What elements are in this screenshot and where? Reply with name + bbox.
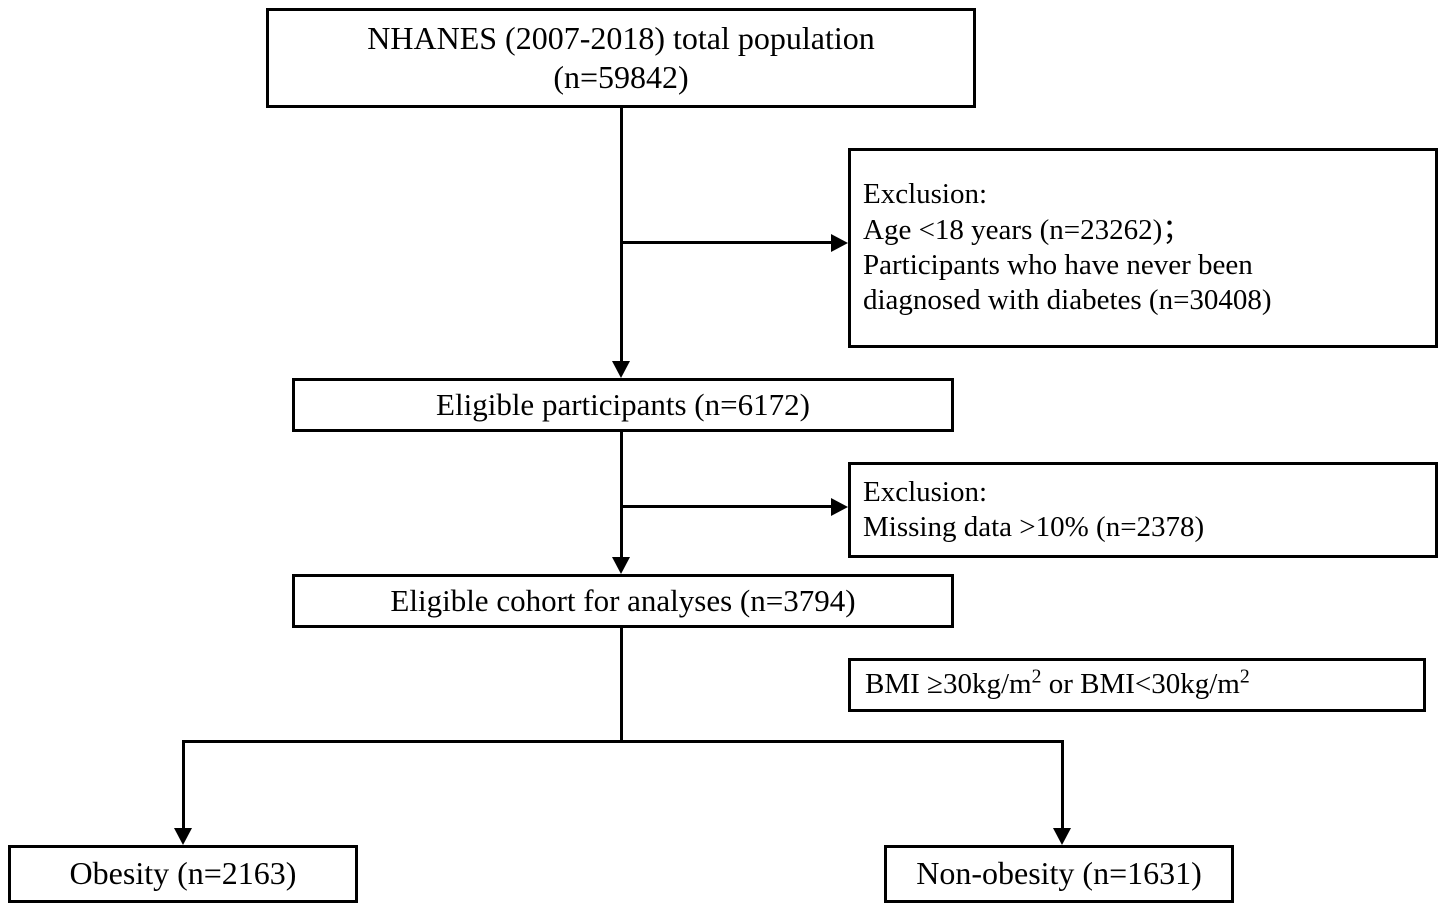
node-exclusion-2: Exclusion: Missing data >10% (n=2378)	[848, 462, 1438, 558]
node-bmi-criteria: BMI ≥30kg/m2 or BMI<30kg/m2	[848, 658, 1426, 712]
connector-total-to-eligible-participants	[620, 108, 623, 361]
arrowhead-split-to-obesity	[174, 828, 192, 845]
connector-split-horizontal-bar	[182, 740, 1064, 743]
connector-split-to-non-obesity	[1061, 740, 1064, 828]
bmi-criteria-middle: or BMI<30kg/m	[1041, 668, 1240, 701]
arrowhead-eligible-participants-to-cohort	[612, 557, 630, 574]
connector-eligible-participants-to-cohort	[620, 432, 623, 557]
node-non-obesity-label: Non-obesity (n=1631)	[916, 855, 1202, 892]
node-eligible-participants-label: Eligible participants (n=6172)	[436, 387, 810, 423]
connector-split-to-obesity	[182, 740, 185, 828]
connector-branch-to-exclusion-1	[620, 241, 831, 244]
node-total-population: NHANES (2007-2018) total population (n=5…	[266, 8, 976, 108]
node-exclusion-1: Exclusion: Age <18 years (n=23262)； Part…	[848, 148, 1438, 348]
bmi-criteria-superscript-1: 2	[1031, 665, 1042, 688]
node-exclusion-2-line-2: Missing data >10% (n=2378)	[863, 511, 1205, 543]
node-eligible-participants: Eligible participants (n=6172)	[292, 378, 954, 432]
node-non-obesity: Non-obesity (n=1631)	[884, 845, 1234, 903]
arrowhead-total-to-eligible-participants	[612, 361, 630, 378]
arrowhead-branch-to-exclusion-2	[831, 498, 848, 516]
node-total-population-line-1: NHANES (2007-2018) total population	[367, 19, 875, 56]
arrowhead-branch-to-exclusion-1	[831, 234, 848, 252]
arrowhead-split-to-non-obesity	[1053, 828, 1071, 845]
connector-cohort-to-split-stem	[620, 628, 623, 743]
node-exclusion-2-line-1: Exclusion:	[863, 475, 988, 508]
node-obesity: Obesity (n=2163)	[8, 845, 358, 903]
node-exclusion-1-line-4: diagnosed with diabetes (n=30408)	[863, 284, 1272, 317]
node-eligible-cohort-label: Eligible cohort for analyses (n=3794)	[390, 583, 856, 619]
node-eligible-cohort: Eligible cohort for analyses (n=3794)	[292, 574, 954, 628]
bmi-criteria-superscript-2: 2	[1239, 665, 1250, 688]
connector-branch-to-exclusion-2	[620, 505, 831, 508]
node-exclusion-1-line-2: Age <18 years (n=23262)；	[863, 213, 1192, 246]
node-total-population-line-2: (n=59842)	[553, 59, 689, 95]
node-bmi-criteria-label: BMI ≥30kg/m2 or BMI<30kg/m2	[865, 667, 1250, 702]
bmi-criteria-prefix: BMI ≥30kg/m	[865, 668, 1032, 701]
node-obesity-label: Obesity (n=2163)	[69, 855, 297, 892]
node-exclusion-1-line-1: Exclusion:	[863, 178, 988, 211]
node-exclusion-1-line-3: Participants who have never been	[863, 249, 1253, 281]
